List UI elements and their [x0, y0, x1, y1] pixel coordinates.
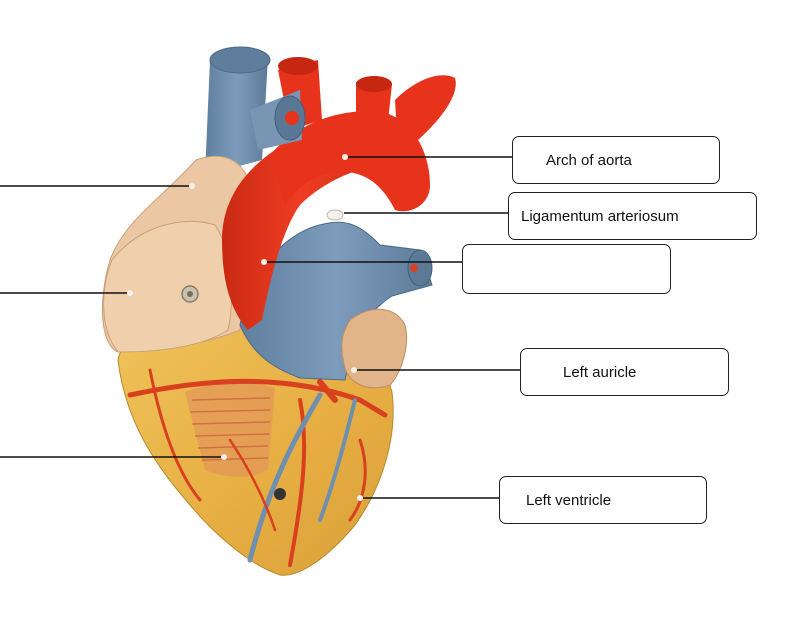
label-arch-of-aorta: Arch of aorta — [512, 136, 720, 184]
ligamentum-arteriosum — [326, 209, 344, 221]
right-auricle — [103, 220, 232, 353]
label-ligamentum-arteriosum: Ligamentum arteriosum — [508, 192, 757, 240]
model-pin-2 — [274, 488, 286, 500]
left-common-carotid — [356, 82, 392, 140]
label-blank — [462, 244, 671, 294]
label-text: Ligamentum arteriosum — [521, 207, 679, 225]
aortic-arch — [270, 111, 430, 212]
label-left-auricle: Left auricle — [520, 348, 729, 396]
leader-lines — [0, 156, 520, 499]
label-text: Left ventricle — [526, 491, 612, 509]
left-subclavian — [395, 75, 456, 150]
label-left-ventricle: Left ventricle — [499, 476, 707, 524]
svc-opening — [209, 46, 271, 74]
label-text: Arch of aorta — [546, 151, 632, 169]
label-text: Left auricle — [563, 363, 637, 381]
superior-vena-cava — [205, 58, 268, 175]
muscle-band — [185, 382, 275, 477]
left-auricle — [341, 308, 408, 389]
pulmonary-opening — [407, 249, 433, 287]
